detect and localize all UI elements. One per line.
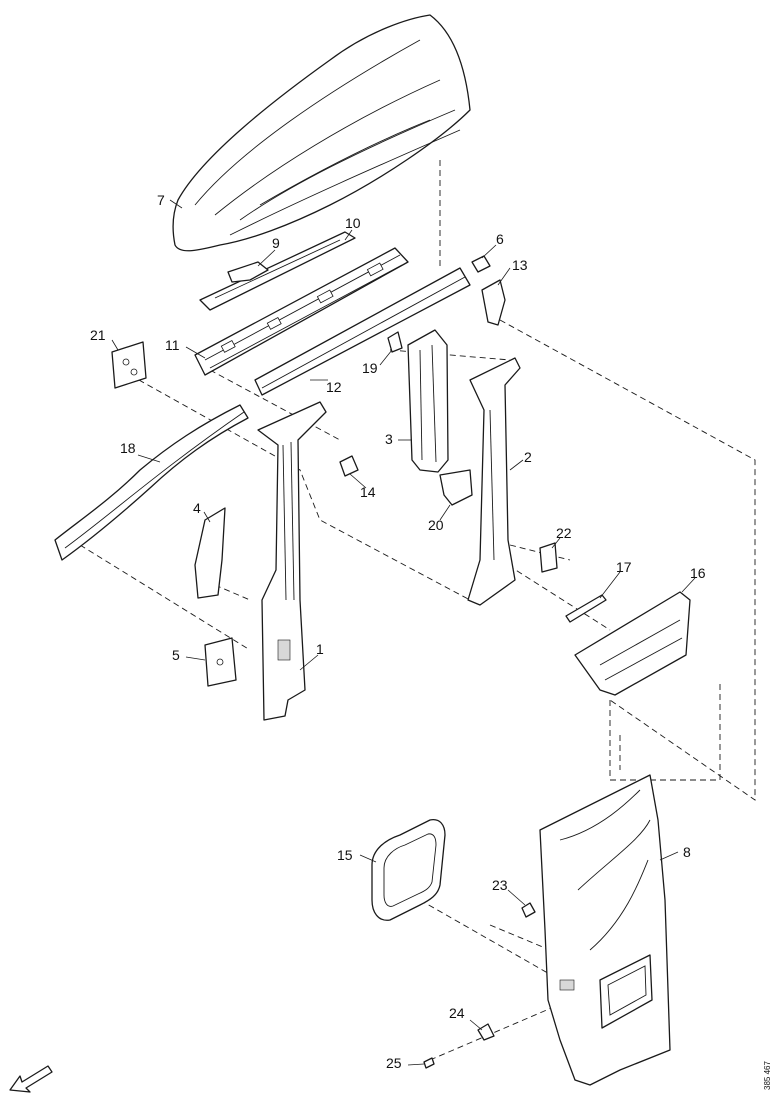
callout-21: 21 [90,327,106,343]
part-13-bracket [481,279,506,326]
callout-22: 22 [556,525,572,541]
callout-7: 7 [157,192,165,208]
alignment-lines [79,160,756,1061]
callout-15: 15 [337,847,353,863]
part-6-clip [471,255,491,273]
reference-code: 385 467 [763,1061,772,1090]
callout-6: 6 [496,231,504,247]
callout-11: 11 [165,337,180,353]
callout-9: 9 [272,235,280,251]
part-1-pillar [257,401,327,721]
callout-13: 13 [512,257,528,273]
callout-16: 16 [690,565,706,581]
callout-24: 24 [449,1005,465,1021]
callout-20: 20 [428,517,444,533]
callout-leaders [111,199,696,1066]
callout-14: 14 [360,484,376,500]
part-15-window-frame [371,819,446,921]
part-19-clip [387,331,403,353]
callout-5: 5 [172,647,180,663]
callout-1: 1 [316,641,324,657]
callout-12: 12 [326,379,342,395]
callout-10: 10 [345,215,361,231]
forward-direction-arrow-icon [9,1065,53,1093]
part-22-plate [539,542,558,573]
part-9-bracket [227,261,269,283]
part-11-roof-rail [194,247,409,376]
callout-18: 18 [120,440,136,456]
part-18-side-rail [54,404,249,561]
part-23-nut [521,902,536,918]
callout-8: 8 [683,844,691,860]
callout-23: 23 [492,877,508,893]
part-25-screw [423,1057,435,1069]
callout-17: 17 [616,559,632,575]
part-17-strip [565,594,607,623]
callout-19: 19 [362,360,378,376]
part-21-plate [111,341,147,389]
part-10-roof-bow [199,231,356,311]
part-4-bracket [194,507,226,599]
part-20-bracket [439,469,473,506]
part-2-pillar [467,357,521,606]
part-3-inner-pillar [407,329,449,473]
part-7-roof-panel [172,14,471,252]
part-12-header-rail [254,267,471,396]
callout-25: 25 [386,1055,402,1071]
callout-2: 2 [524,449,532,465]
part-8-side-panel [539,774,671,1086]
part-24-nut [477,1023,495,1041]
part-14-clip [339,455,359,477]
callout-labels: 1 2 3 4 5 6 7 8 9 10 11 12 13 14 15 16 1… [90,192,706,1071]
part-5-plate [204,637,237,687]
part-16-bracket [574,591,691,696]
callout-3: 3 [385,431,393,447]
callout-4: 4 [193,500,201,516]
